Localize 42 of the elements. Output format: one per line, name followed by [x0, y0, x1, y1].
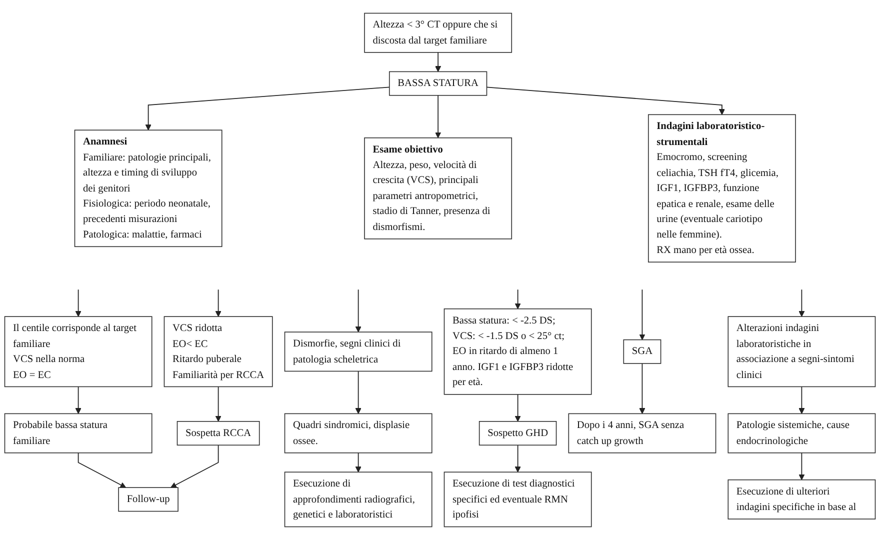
- arrow: [639, 289, 646, 340]
- node-box: Probabile bassa statura familiare: [4, 413, 152, 454]
- arrow: [75, 386, 82, 414]
- node-box: Indagini laboratoristico-strumentali Emocromo, screening celiachia, TSH fT4, glicemia, IGF1, IGFBP3, funzione epatica e renale, esame delle urine (eventuale cariotipo nelle femmine). RX mano per età ossea.: [648, 114, 796, 262]
- arrow: [145, 86, 390, 130]
- arrow: [78, 452, 126, 488]
- node-box: BASSA STATURA: [388, 71, 488, 96]
- arrow: [170, 444, 219, 488]
- arrow: [514, 289, 521, 310]
- node-box: Esecuzione di ulteriori indagini specifiche in base al: [728, 479, 876, 520]
- arrow: [639, 363, 646, 414]
- arrow: [798, 289, 805, 317]
- arrow: [514, 444, 521, 472]
- arrow: [486, 86, 725, 115]
- arrow: [355, 370, 362, 414]
- arrow: [798, 386, 805, 414]
- arrow: [798, 452, 805, 480]
- node-box: Quadri sindromici, displasie ossee.: [284, 413, 432, 454]
- node-box: Altezza < 3° CT oppure che si discosta dal target familiare: [364, 12, 512, 53]
- node-box: Dismorfie, segni clinici di patologia scheletrica: [284, 332, 432, 372]
- node-box: Sospetta RCCA: [176, 421, 260, 446]
- node-box: Bassa statura: < -2.5 DS; VCS: < -1.5 DS o < 25° ct; EO in ritardo di almeno 1 anno. IGF1 e IGFBP3 ridotte per età.: [444, 308, 592, 395]
- node-box: Esecuzione di approfondimenti radiografici, genetici e laboratoristici: [284, 472, 432, 528]
- arrow: [215, 386, 222, 422]
- arrow: [514, 394, 521, 422]
- arrow: [355, 289, 362, 332]
- node-box: Patologie sistemiche, cause endocrinologiche: [728, 413, 876, 454]
- node-box: SGA: [623, 339, 662, 364]
- arrow: [435, 52, 442, 72]
- node-box: Il centile corrisponde al target familiare VCS nella norma EO = EC: [4, 316, 152, 388]
- arrow: [355, 452, 362, 472]
- node-box: Sospetto GHD: [478, 421, 557, 446]
- node-box: Anamnesi Familiare: patologie principali, altezza e timing di sviluppo dei genitori Fisiologica: periodo neonatale, precedenti misurazioni Patologica: malattie, farmaci: [74, 130, 222, 248]
- arrow: [75, 289, 82, 317]
- arrow: [215, 289, 222, 317]
- node-box: Follow-up: [118, 487, 178, 512]
- node-box: Alterazioni indagini laboratoristiche in associazione a segni-sintomi clinici: [728, 316, 876, 388]
- arrow: [435, 94, 442, 138]
- node-box: Esecuzione di test diagnostici specifici ed eventuale RMN ipofisi: [444, 472, 592, 528]
- node-box: Esame obiettivo Altezza, peso, velocità di crescita (VCS), principali parametri antropometrici, stadio di Tanner, presenza di dismorfismi.: [364, 137, 512, 240]
- node-box: VCS ridotta EO< EC Ritardo puberale Familiarità per RCCA: [164, 316, 273, 388]
- node-box: Dopo i 4 anni, SGA senza catch up growth: [568, 413, 716, 454]
